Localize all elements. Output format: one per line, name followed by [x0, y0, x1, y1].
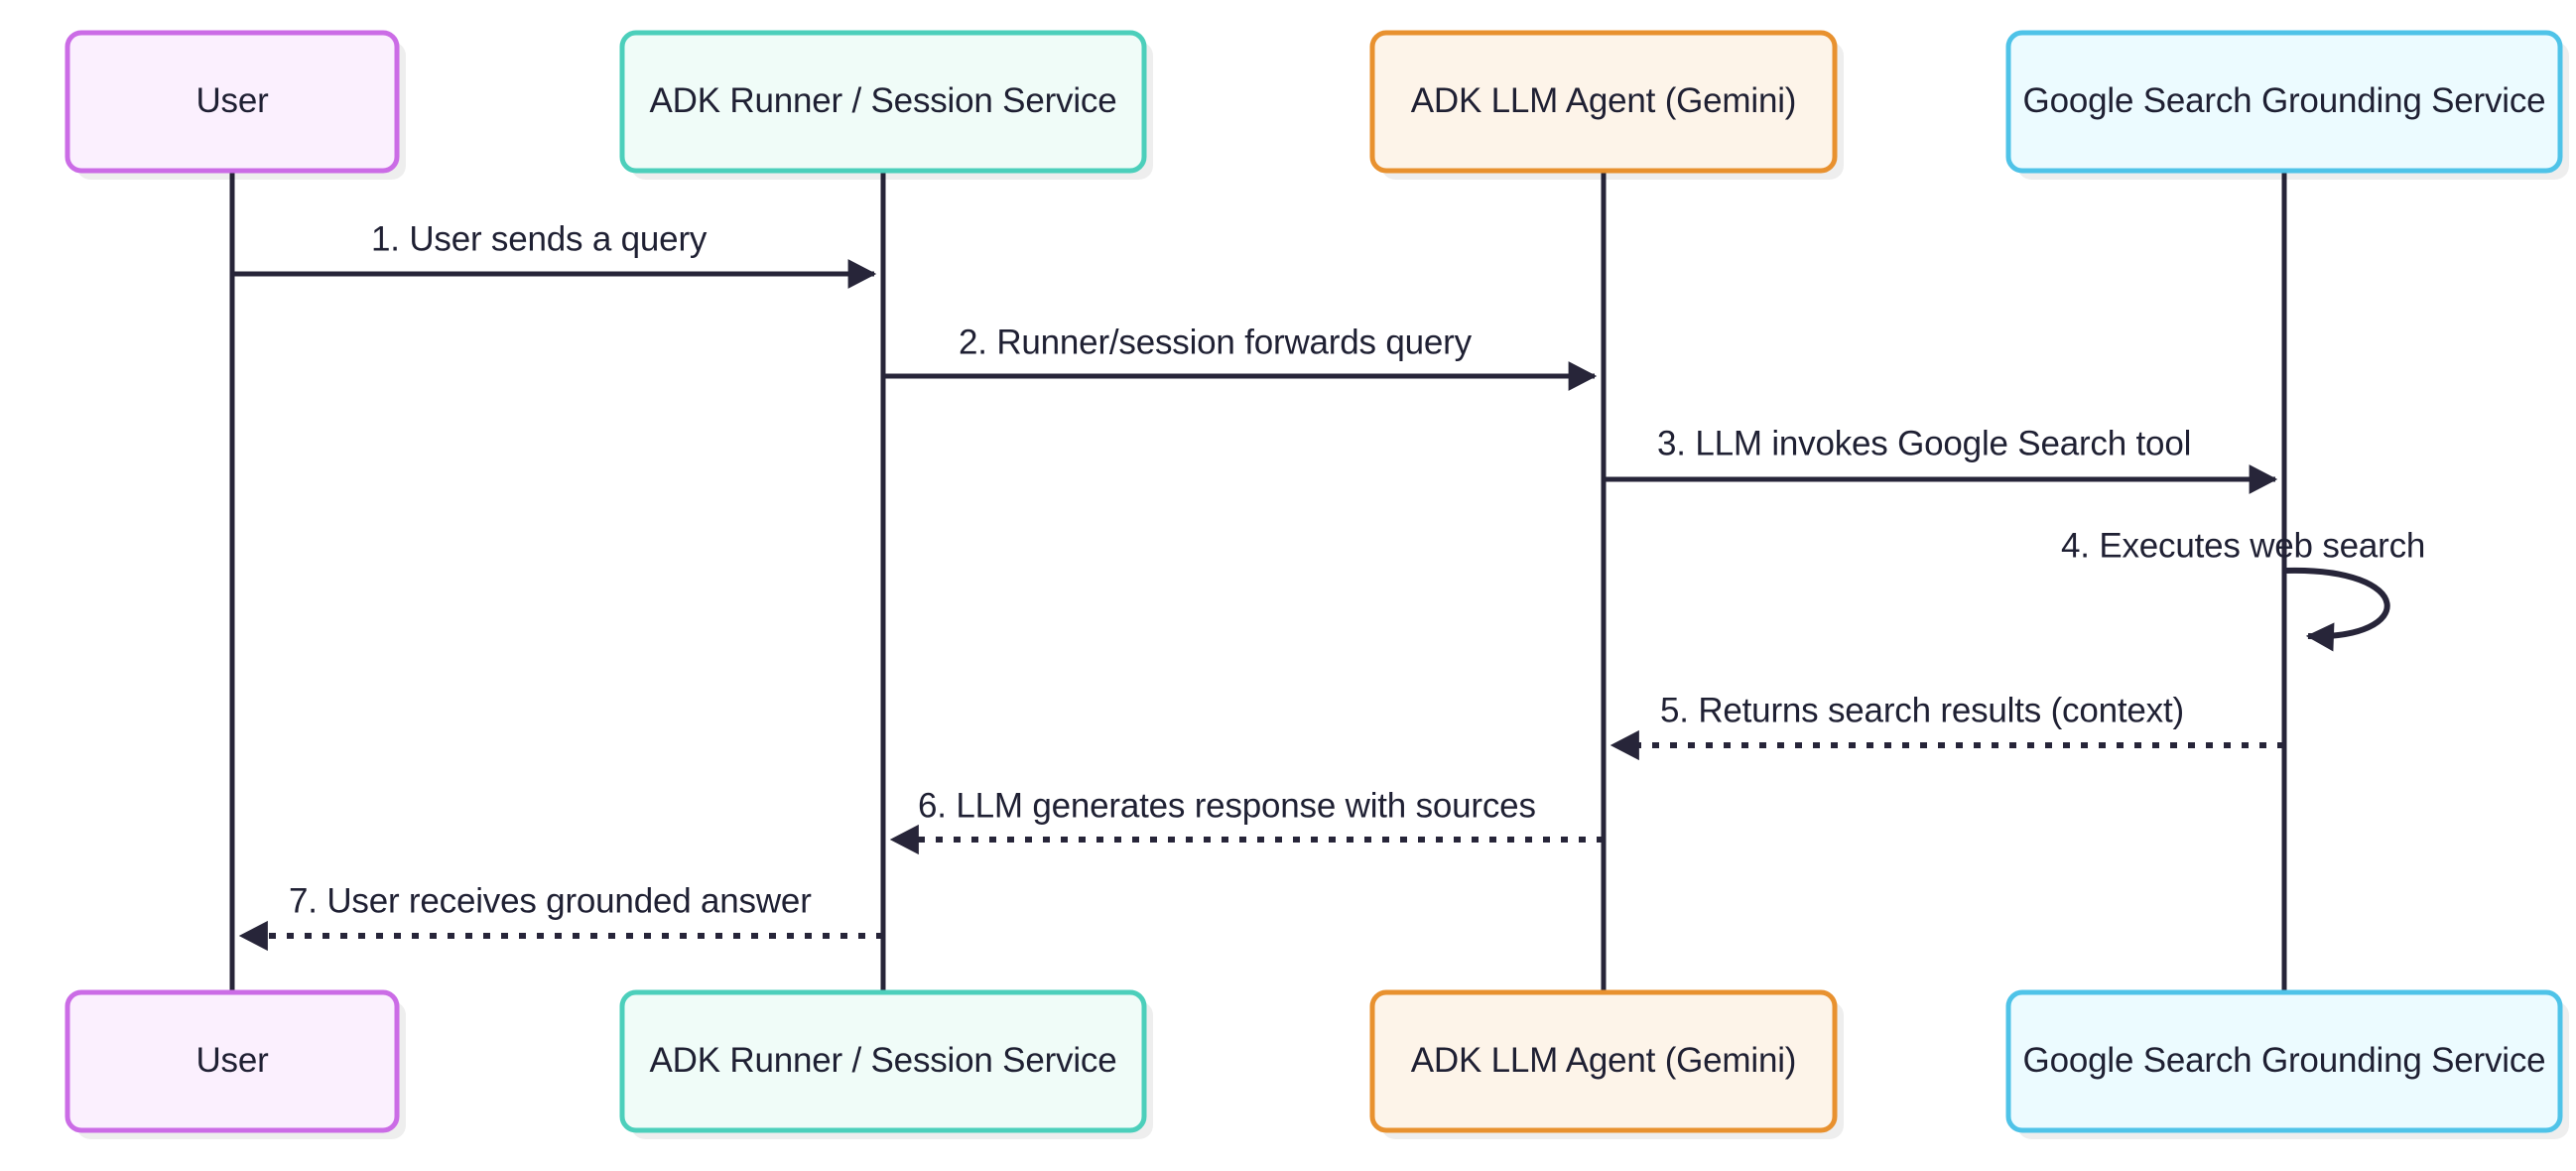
participant-top-search[interactable]: Google Search Grounding Service [2005, 30, 2569, 180]
participant-bottom-agent[interactable]: ADK LLM Agent (Gemini) [1369, 989, 1844, 1139]
participant-box-user[interactable] [64, 989, 400, 1133]
participant-box-search[interactable] [2005, 30, 2563, 174]
participant-label-user: User [195, 81, 269, 120]
message-label-1: 1. User sends a query [371, 219, 708, 258]
message-label-7: 7. User receives grounded answer [289, 881, 812, 920]
participant-box-agent[interactable] [1369, 30, 1838, 174]
message-4[interactable]: 4. Executes web search [2061, 526, 2425, 652]
message-2[interactable]: 2. Runner/session forwards query [883, 323, 1598, 391]
participant-box-runner[interactable] [619, 989, 1147, 1133]
top-participant-boxes: User ADK Runner / Session Service ADK LLM … [64, 30, 2569, 180]
participant-top-runner[interactable]: ADK Runner / Session Service [619, 30, 1153, 180]
message-label-6: 6. LLM generates response with sources [918, 786, 1536, 825]
participant-label-runner: ADK Runner / Session Service [649, 1041, 1116, 1080]
bottom-participant-boxes: User ADK Runner / Session Service ADK LLM … [64, 989, 2569, 1139]
participant-bottom-runner[interactable]: ADK Runner / Session Service [619, 989, 1153, 1139]
participant-label-search: Google Search Grounding Service [2023, 1041, 2546, 1080]
participant-top-agent[interactable]: ADK LLM Agent (Gemini) [1369, 30, 1844, 180]
message-1[interactable]: 1. User sends a query [232, 219, 877, 289]
participant-top-user[interactable]: User [64, 30, 406, 180]
participant-label-user: User [195, 1041, 269, 1080]
participant-box-agent[interactable] [1369, 989, 1838, 1133]
message-label-4: 4. Executes web search [2061, 526, 2425, 565]
message-3[interactable]: 3. LLM invokes Google Search tool [1604, 424, 2278, 494]
message-self-loop-4 [2283, 567, 2390, 652]
message-label-2: 2. Runner/session forwards query [959, 323, 1473, 361]
messages-group: 1. User sends a query 2. Runner/session f… [232, 219, 2425, 952]
participant-bottom-search[interactable]: Google Search Grounding Service [2005, 989, 2569, 1139]
participant-label-runner: ADK Runner / Session Service [649, 81, 1116, 120]
participant-label-agent: ADK LLM Agent (Gemini) [1411, 1041, 1797, 1080]
participant-label-search: Google Search Grounding Service [2023, 81, 2546, 120]
message-label-5: 5. Returns search results (context) [1660, 691, 2184, 729]
message-6[interactable]: 6. LLM generates response with sources [889, 786, 1604, 855]
participant-box-search[interactable] [2005, 989, 2563, 1133]
message-7[interactable]: 7. User receives grounded answer [238, 881, 883, 952]
participant-box-user[interactable] [64, 30, 400, 174]
lifelines-group [229, 171, 2287, 996]
participant-box-runner[interactable] [619, 30, 1147, 174]
participant-label-agent: ADK LLM Agent (Gemini) [1411, 81, 1797, 120]
message-label-3: 3. LLM invokes Google Search tool [1657, 424, 2191, 462]
participant-bottom-user[interactable]: User [64, 989, 406, 1139]
message-5[interactable]: 5. Returns search results (context) [1610, 691, 2284, 761]
